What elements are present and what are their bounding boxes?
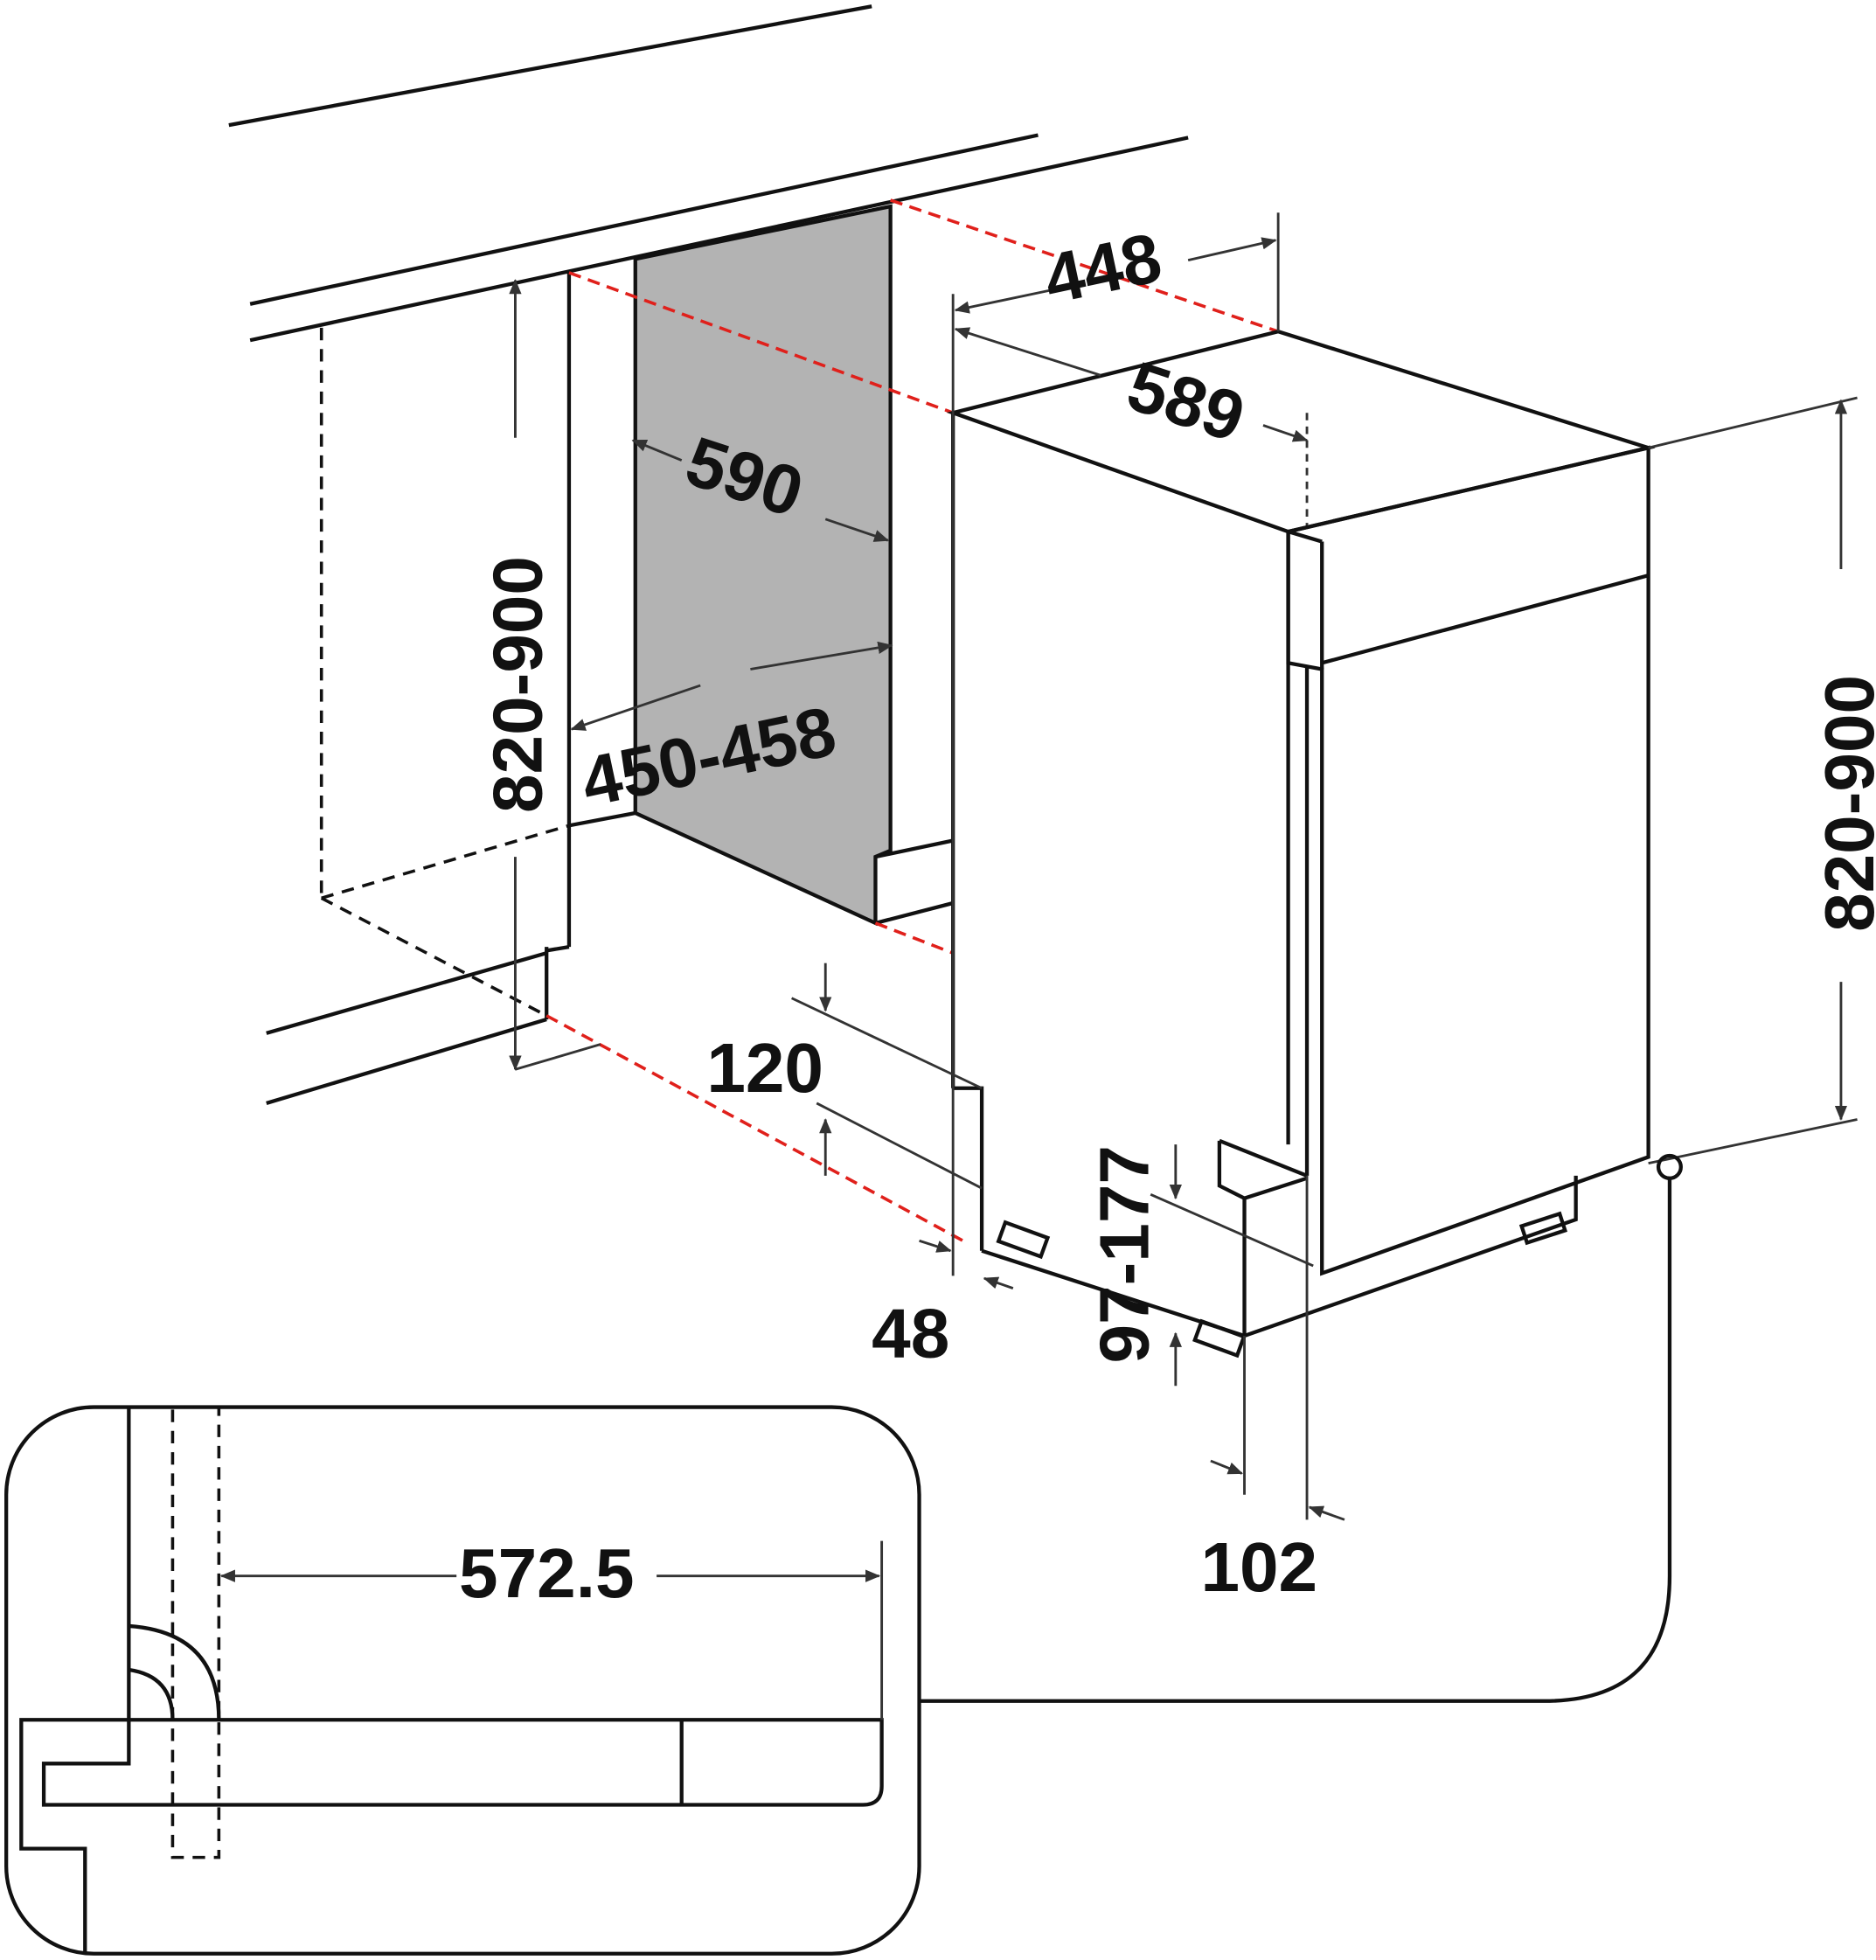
dimension-lines [509,212,1858,1521]
niche-back-panel [633,204,893,927]
foot-left [996,1220,1051,1260]
label-niche-height: 820-900 [477,556,556,813]
niche-outline [266,272,636,1105]
label-plinth-height: 120 [706,1028,823,1107]
inset-top-view [4,1405,921,1956]
label-inset-depth: 572.5 [459,1533,634,1612]
foot-right [1518,1211,1568,1246]
dishwasher [946,329,1656,1359]
red-guide-lines [545,198,1279,1242]
label-kick-height: 97-177 [1084,1145,1163,1363]
niche-right-wall [874,838,954,925]
label-door-offset: 102 [1200,1527,1317,1606]
label-appliance-depth: 589 [1118,346,1254,457]
foot-front [1192,1318,1247,1359]
label-plinth-offset: 48 [872,1293,949,1372]
label-appliance-height: 820-900 [1810,675,1876,932]
callout-connector [919,1153,1683,1703]
countertop-lines [228,4,1189,343]
label-appliance-width: 448 [1038,218,1168,319]
